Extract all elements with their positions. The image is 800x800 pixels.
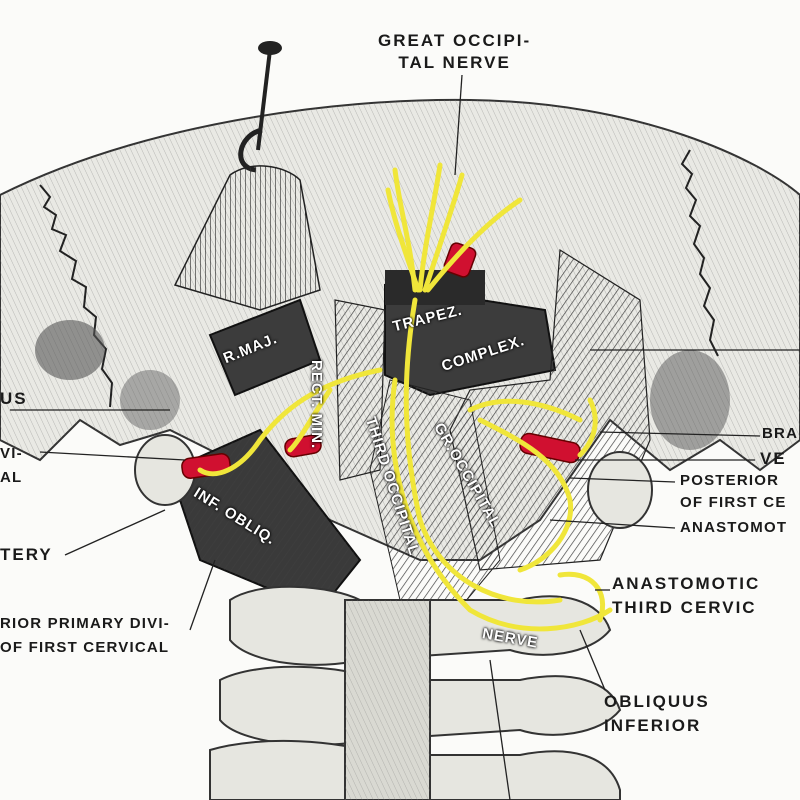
pin <box>256 49 272 151</box>
rectus-capitis-major <box>208 298 322 397</box>
label-posterior-primary-division: RIOR PRIMARY DIVI- OF FIRST CERVICAL <box>0 615 170 656</box>
label-brachial-partial: BRA <box>762 425 799 442</box>
label-anastomotic-third-cervical: ANASTOMOTIC THIRD CERVIC <box>612 574 761 617</box>
trapezius-complexus-block <box>384 283 557 397</box>
reflected-muscle <box>173 165 321 311</box>
label-rectus-partial: US <box>0 389 28 408</box>
nerves <box>197 162 613 632</box>
label-vertebral-partial: VE <box>760 449 787 468</box>
label-anastomotic-partial: ANASTOMOT <box>680 519 788 536</box>
label-rectus-minor: RECT. MIN. <box>308 360 325 450</box>
label-artery-partial: TERY <box>0 545 53 564</box>
label-obliquus-inferior: OBLIQUUS INFERIOR <box>604 692 710 735</box>
label-posterior-division-partial: VI- AL <box>0 445 23 486</box>
lambdoid-suture-left <box>39 184 114 408</box>
label-great-occipital-nerve: GREAT OCCIPI- TAL NERVE <box>378 31 532 72</box>
lambdoid-suture-right <box>680 149 719 357</box>
label-posterior-first-cervical: POSTERIOR OF FIRST CE <box>680 472 787 511</box>
